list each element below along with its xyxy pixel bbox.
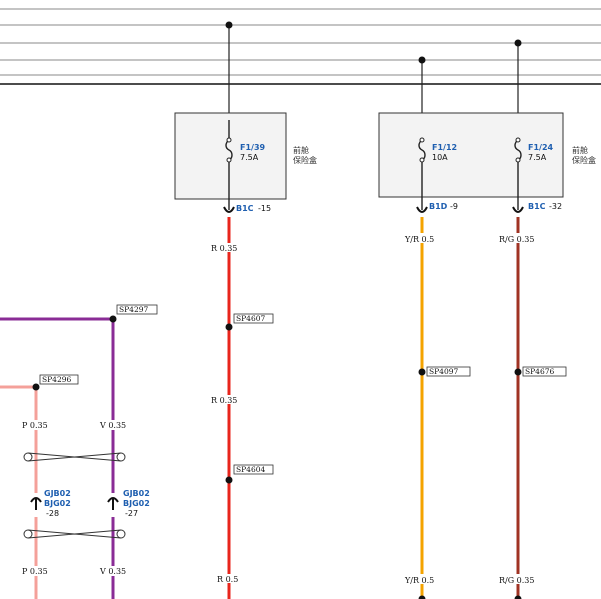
connector-right-pin: -27 (125, 509, 138, 518)
power-bus (0, 8, 601, 85)
wire-label-brown-top: R/G 0.35 (499, 235, 534, 244)
fuse-id-f1-12: F1/12 (432, 143, 457, 152)
bus-junction-dot (418, 56, 426, 64)
fuse-box-label-2b: 保险盒 (572, 155, 596, 165)
pin-connector-1: B1C (236, 204, 254, 213)
fuse-symbol-f1-24 (514, 137, 522, 210)
wire-label-pink-bottom: P 0.35 (22, 567, 48, 576)
pin-number-1: -15 (258, 204, 271, 213)
splice-tag-sp4676: SP4676 (522, 366, 567, 377)
twisted-pair-lower (23, 529, 126, 539)
fuse-box-label-2a: 前舱 (572, 145, 588, 155)
splice-tag-sp4296: SP4296 (39, 374, 79, 385)
fuse-box-left (174, 112, 287, 200)
splice-tag-sp4097: SP4097 (426, 366, 471, 377)
svg-text:SP4297: SP4297 (119, 305, 148, 314)
pin-connector-2: B1D (429, 202, 448, 211)
inline-connector-right (107, 497, 119, 510)
bottom-junction-dot (514, 595, 522, 599)
pin-number-2: -9 (450, 202, 458, 211)
connector-right-line1: GJB02 (123, 489, 150, 498)
pin-connector-3: B1C (528, 202, 546, 211)
twisted-pair-upper (23, 452, 126, 462)
bus-junction-dot (514, 39, 522, 47)
fuse-box-label-1b: 保险盒 (293, 155, 317, 165)
connector-left-pin: -28 (46, 509, 59, 518)
fuse-rating-f1-39: 7.5A (240, 153, 259, 162)
fuse-id-f1-24: F1/24 (528, 143, 554, 152)
svg-text:SP4097: SP4097 (429, 367, 458, 376)
splice-tag-sp4604: SP4604 (233, 464, 274, 475)
svg-text:SP4296: SP4296 (42, 375, 71, 384)
wire-label-yellow-bottom: Y/R 0.5 (404, 576, 434, 585)
bottom-junction-dot (418, 595, 426, 599)
splice-tag-sp4297: SP4297 (116, 304, 158, 315)
inline-connector-left (30, 497, 42, 510)
fuse-symbol-f1-12 (418, 137, 426, 210)
fuse-symbol-f1-39 (225, 120, 233, 210)
fuse-box-label-1a: 前舱 (293, 145, 309, 155)
wire-label-brown-bottom: R/G 0.35 (499, 576, 534, 585)
wire-label-pink-top: P 0.35 (22, 421, 48, 430)
bus-feeds (225, 21, 522, 140)
splice-dots (32, 315, 522, 484)
bus-junction-dot (225, 21, 233, 29)
pin-terminals (223, 206, 524, 213)
svg-text:SP4676: SP4676 (525, 367, 554, 376)
splice-tag-sp4607: SP4607 (233, 313, 274, 324)
svg-text:SP4604: SP4604 (236, 465, 265, 474)
fuse-id-f1-39: F1/39 (240, 143, 266, 152)
fuse-rating-f1-24: 7.5A (528, 153, 547, 162)
fuse-box-right (378, 112, 564, 198)
connector-right-line2: BJG02 (123, 499, 150, 508)
svg-text:SP4607: SP4607 (236, 314, 265, 323)
wire-label-red-bottom: R 0.5 (217, 575, 238, 584)
wire-label-red-mid: R 0.35 (211, 396, 237, 405)
wire-label-violet-bottom: V 0.35 (99, 567, 126, 576)
wire-pink (0, 385, 38, 599)
fuse-rating-f1-12: 10A (432, 153, 448, 162)
pin-number-3: -32 (549, 202, 562, 211)
connector-left-line1: GJB02 (44, 489, 71, 498)
wire-label-red-top: R 0.35 (211, 244, 237, 253)
wire-label-yellow-top: Y/R 0.5 (404, 235, 434, 244)
connector-left-line2: BJG02 (44, 499, 71, 508)
wire-label-violet-top: V 0.35 (99, 421, 126, 430)
